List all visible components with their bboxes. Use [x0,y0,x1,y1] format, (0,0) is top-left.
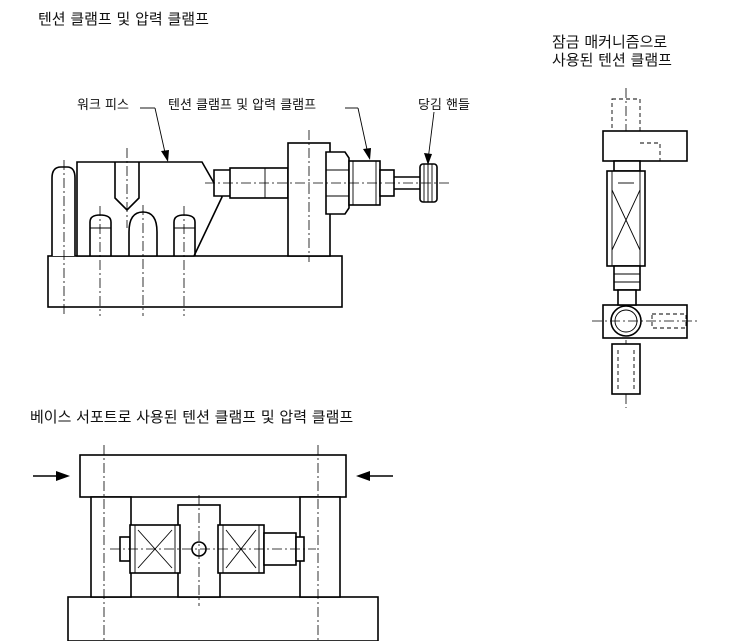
title-base-support: 베이스 서포트로 사용된 텐션 클램프 및 압력 클램프 [30,408,354,426]
top-left-assembly [47,107,450,316]
callout-clamp: 텐션 클램프 및 압력 클램프 [168,98,317,113]
title-locking-mechanism-line2: 사용된 텐션 클램프 [552,51,672,69]
left-force-arrow [56,471,70,481]
callout-workpiece: 워크 피스 [77,98,129,113]
lower-neck [617,289,637,306]
lower-post [611,343,641,395]
callout-pull-handle: 당김 핸들 [418,98,470,113]
upper-bar [602,130,688,162]
left-pin [51,166,76,256]
lower-thread [613,265,641,291]
bottom-base [67,596,379,641]
workpiece [76,161,223,257]
locking-clamp-body [606,170,646,267]
base-plate [47,255,343,308]
title-locking-mechanism-line1: 잠금 매커니즘으로 [552,33,668,51]
upper-neck [613,160,641,172]
title-tension-pressure-clamp: 텐션 클램프 및 압력 클램프 [38,10,209,28]
bottom-base-support-assembly [33,445,393,641]
right-post [299,496,341,598]
right-force-arrow [356,471,370,481]
top-bar [79,454,347,498]
top-right-locking-assembly [592,88,700,408]
